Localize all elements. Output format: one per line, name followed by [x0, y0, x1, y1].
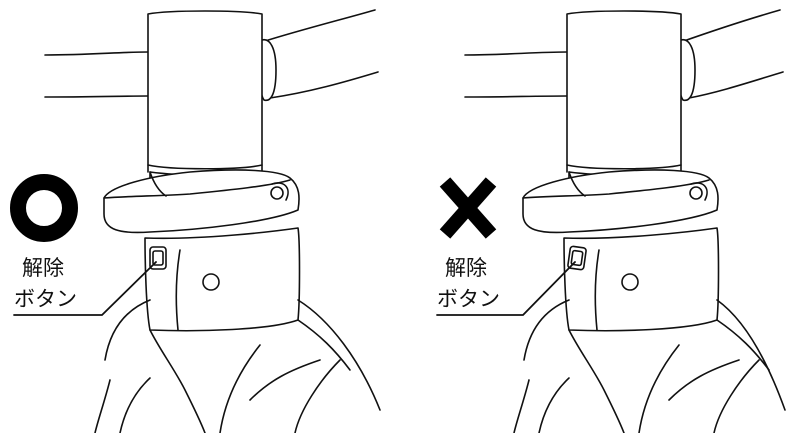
handlebar-right-arm — [680, 9, 784, 99]
collar-ring — [103, 169, 300, 234]
head-tube-bolt — [621, 273, 639, 291]
panel-correct-usage: 解除 ボタン — [10, 9, 381, 433]
handlebar-upper — [44, 51, 149, 56]
stem-block — [147, 10, 263, 170]
cross-mark-icon — [439, 177, 497, 239]
circle-mark-icon — [10, 174, 78, 242]
collar-ring — [522, 169, 719, 234]
handlebar-right-arm — [261, 9, 379, 99]
release-button-label-line2: ボタン — [14, 287, 77, 311]
head-tube-bolt — [202, 273, 220, 291]
panel-correct-drawing: 解除 ボタン — [10, 9, 381, 433]
collar-bolt — [270, 186, 284, 200]
release-button-label-line2: ボタン — [437, 287, 500, 311]
callout-leader-line — [13, 261, 157, 316]
handlebar-lower — [464, 95, 568, 98]
collar-bolt — [689, 186, 703, 200]
panel-incorrect-drawing: 解除 ボタン — [436, 9, 786, 433]
head-tube — [144, 227, 301, 332]
callout-leader-line — [436, 261, 576, 316]
handlebar-upper — [464, 51, 568, 56]
frame-body — [94, 299, 381, 433]
head-tube — [563, 227, 720, 332]
release-button-label-line1: 解除 — [22, 256, 64, 280]
panel-incorrect-usage: 解除 ボタン — [395, 0, 790, 433]
stem-block — [566, 10, 682, 170]
frame-body — [513, 299, 786, 433]
handlebar-lower — [44, 95, 149, 98]
release-button-label-line1: 解除 — [445, 256, 487, 280]
